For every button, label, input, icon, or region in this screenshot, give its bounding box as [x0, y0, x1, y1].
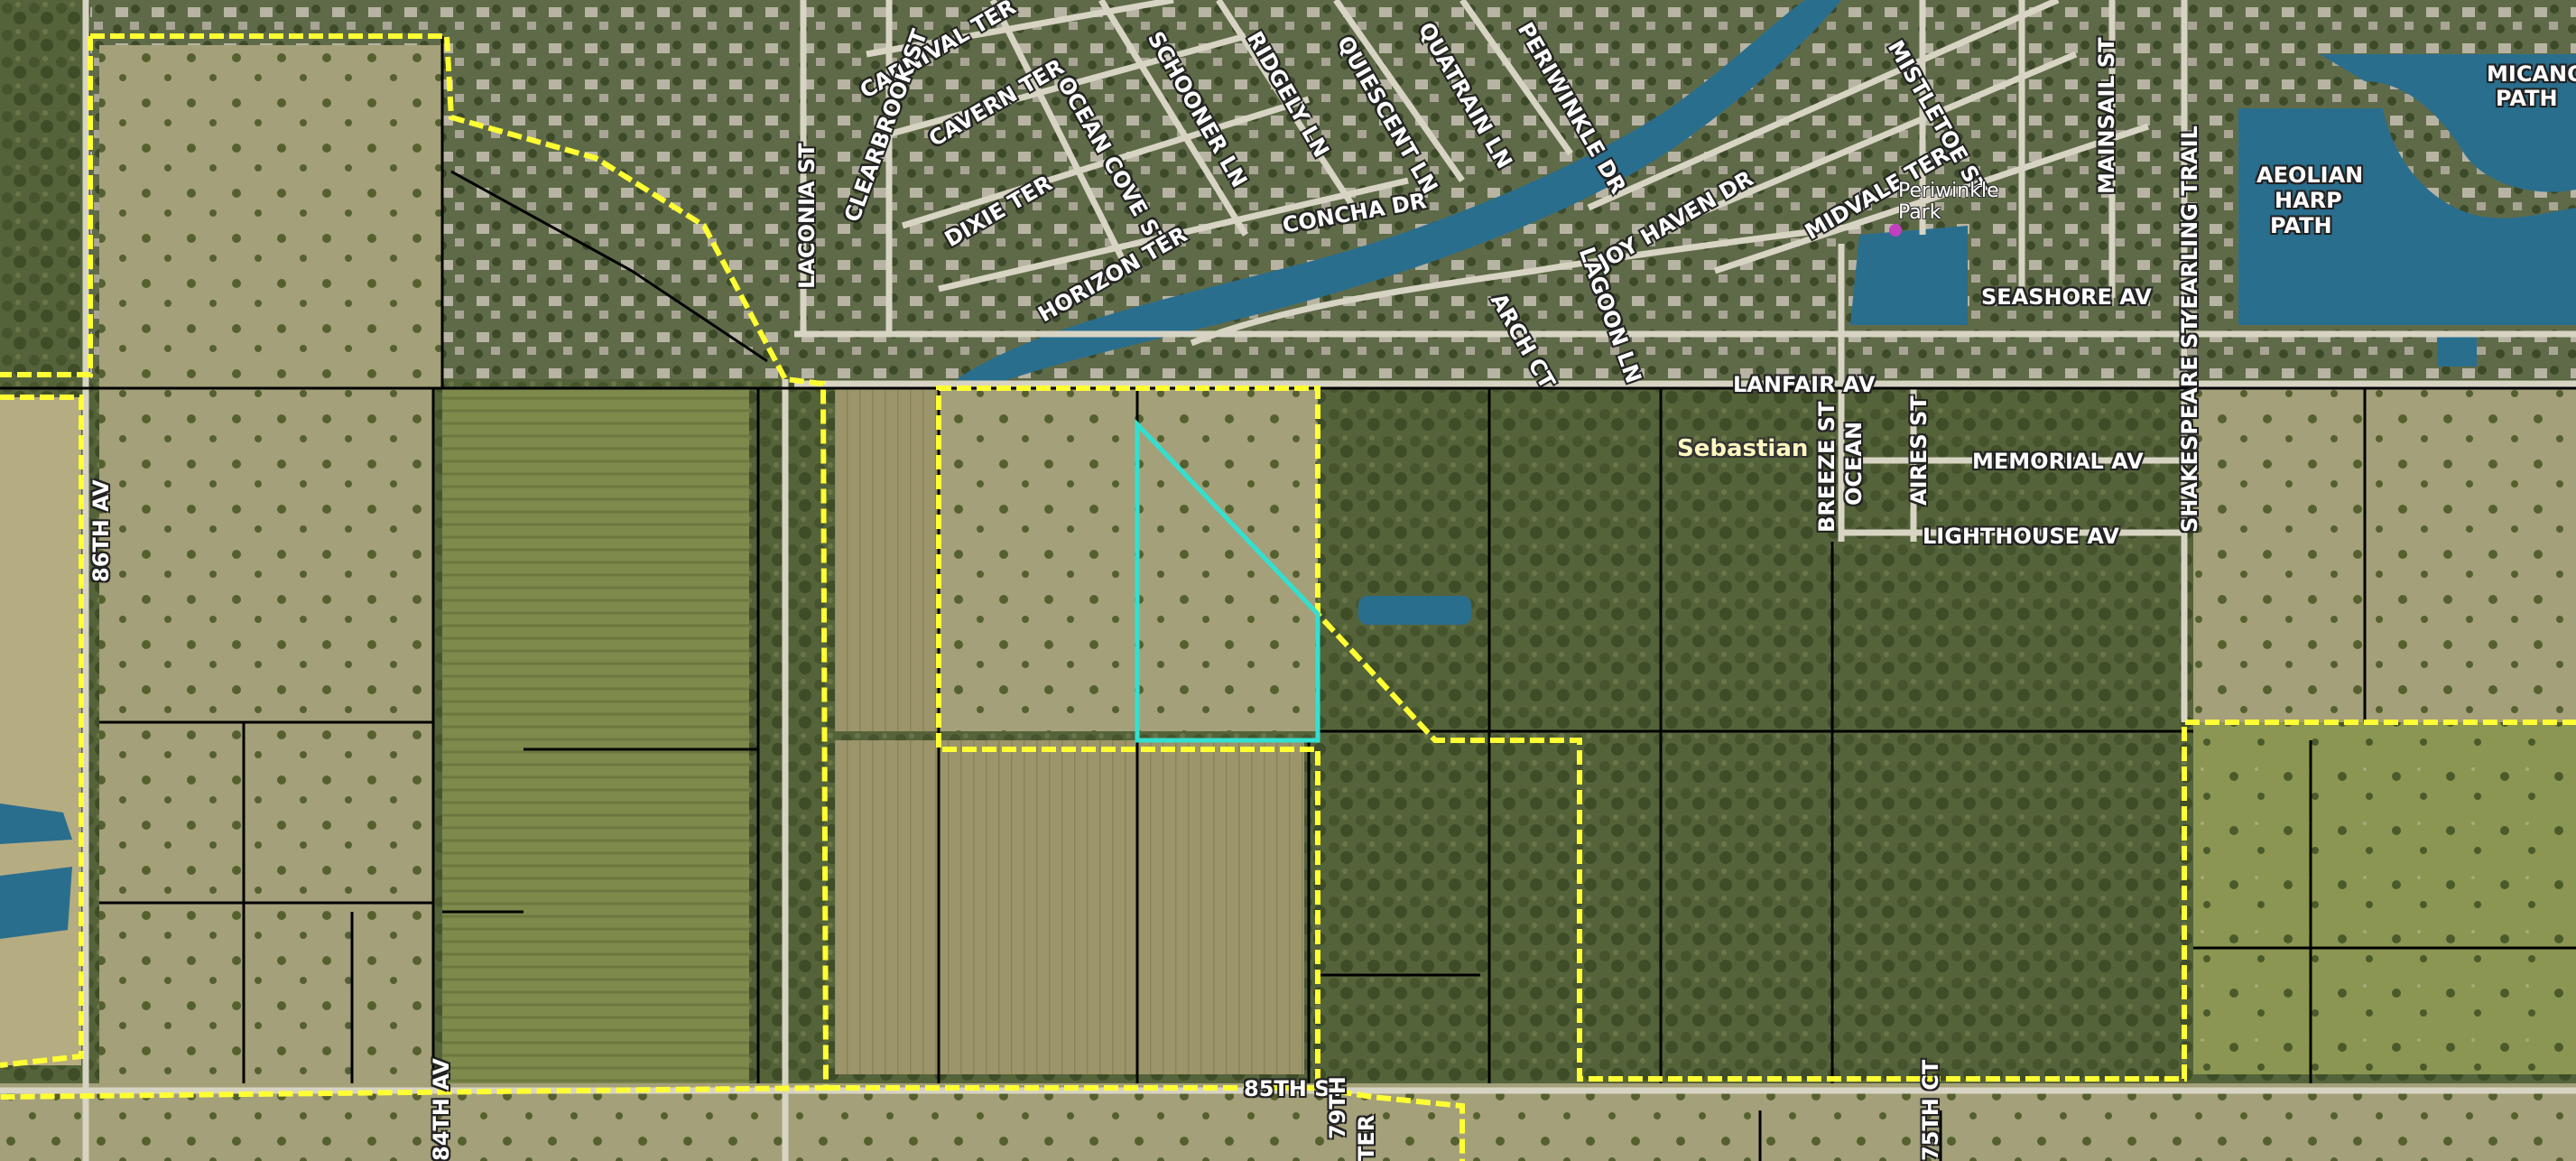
poi-label-line1: Periwinkle [1898, 180, 1999, 202]
street-label: 85TH ST [1244, 1076, 1345, 1101]
pond-water-2 [1358, 596, 1471, 625]
street-label: 79TH [1325, 1076, 1350, 1139]
street-label: MAINSAIL ST [2094, 37, 2119, 194]
street-label: AEOLIAN [2256, 163, 2364, 188]
lake-water [2238, 108, 2576, 325]
street-label: 86TH AV [88, 479, 114, 582]
street-label: SEASHORE AV [1981, 284, 2152, 310]
subject-parcel-outline[interactable] [1135, 418, 1320, 743]
street-label: BREEZE ST [1814, 401, 1839, 533]
place-label: Sebastian [1677, 435, 1809, 462]
street-label: HARP [2275, 188, 2342, 213]
street-label: AIRES ST [1906, 395, 1932, 506]
street-label: 75TH CT [1918, 1059, 1943, 1161]
street-label: LANFAIR AV [1733, 372, 1876, 397]
street-label: LACONIA ST [794, 143, 820, 289]
street-label: LIGHTHOUSE AV [1923, 524, 2119, 549]
poi-label[interactable]: Periwinkle Park [1898, 181, 1999, 224]
street-label: OCEAN [1841, 421, 1867, 506]
pond-water [1850, 226, 1968, 325]
street-label: PATH [2496, 86, 2558, 111]
park-dot-icon[interactable] [1889, 224, 1902, 237]
street-label: MICANOPY [2487, 61, 2576, 87]
street-label: PATH [2270, 213, 2332, 238]
street-label: YEARLING TRAIL [2177, 125, 2202, 325]
street-label: SHAKESPEARE ST [2177, 318, 2202, 533]
street-label: MEMORIAL AV [1972, 449, 2144, 474]
poi-label-line2: Park [1898, 201, 1941, 224]
canal-water [957, 0, 1841, 388]
street-label: TER [1354, 1114, 1379, 1161]
street-label: 84TH AV [429, 1058, 454, 1161]
